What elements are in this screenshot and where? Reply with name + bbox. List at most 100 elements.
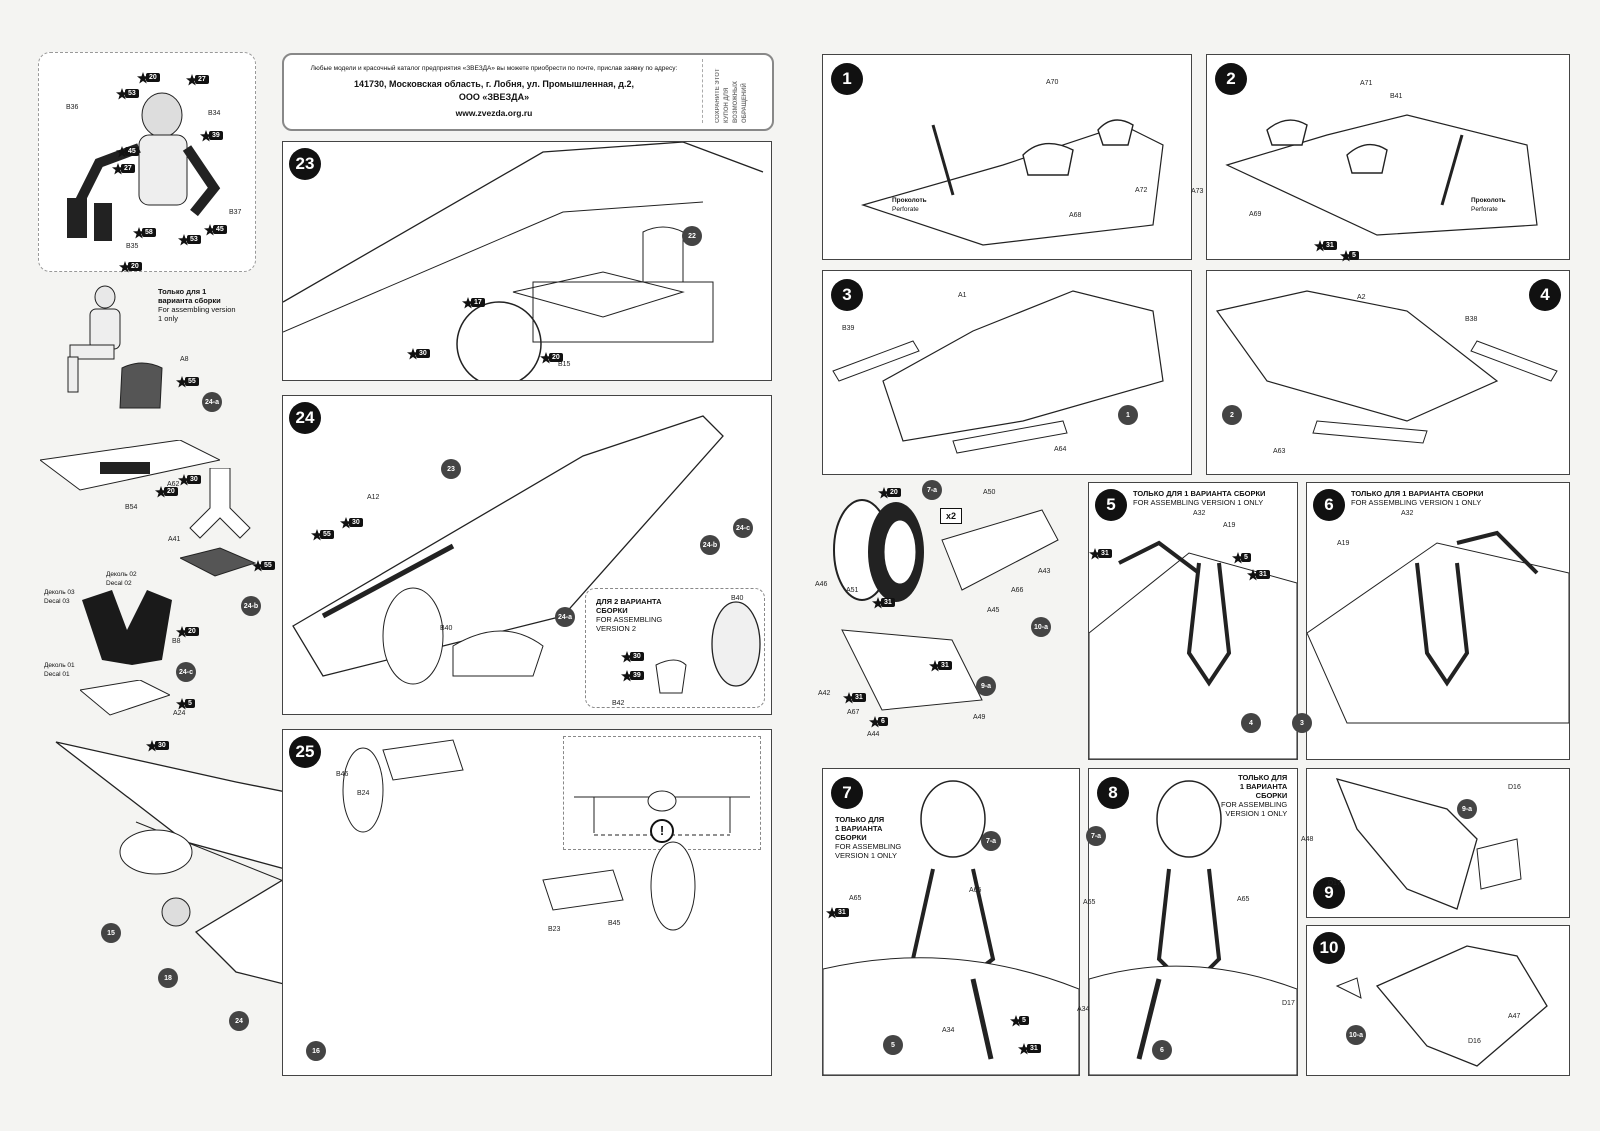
star-icon — [137, 72, 149, 84]
part-label: A48 — [1301, 836, 1314, 843]
step-10-panel: 10 — [1306, 925, 1570, 1076]
star-icon — [200, 130, 212, 142]
part-label: A46 — [815, 581, 828, 588]
part-label: A73 — [1191, 188, 1204, 195]
star-icon — [178, 234, 190, 246]
address-website: www.zvezda.org.ru — [455, 108, 533, 118]
step-23-number: 23 — [289, 148, 321, 180]
paint-star-marker: 20 — [878, 487, 902, 501]
part-label: A32 — [1193, 510, 1206, 517]
star-icon — [621, 670, 633, 682]
star-icon — [176, 376, 188, 388]
subassembly-marker: 24-b — [700, 535, 720, 555]
subassembly-marker: 24-b — [241, 596, 261, 616]
part-label: A69 — [1249, 211, 1262, 218]
paint-number: 31 — [1323, 241, 1337, 250]
paint-star-marker: 55 — [176, 376, 200, 390]
part-label: B41 — [1390, 93, 1403, 100]
part-label: A24 — [173, 710, 186, 717]
part-label: A66 — [1011, 587, 1024, 594]
pilot-note-en: For assembling version 1 only — [158, 305, 236, 323]
star-icon — [1010, 1015, 1022, 1027]
paint-number: 20 — [887, 488, 901, 497]
subassembly-marker: 24 — [229, 1011, 249, 1031]
step-9-number: 9 — [1313, 877, 1345, 909]
paint-number: 31 — [835, 908, 849, 917]
star-icon — [119, 261, 131, 273]
step-3-panel: 3 — [822, 270, 1192, 475]
step-7-version-note: ТОЛЬКО ДЛЯ 1 ВАРИАНТА СБОРКИ FOR ASSEMBL… — [835, 815, 901, 860]
star-icon — [176, 626, 188, 638]
star-icon — [146, 740, 158, 752]
step-9-figure — [1335, 778, 1522, 910]
paint-star-marker: 5 — [1340, 250, 1364, 264]
step-5-note-en: FOR ASSEMBLING VERSION 1 ONLY — [1133, 498, 1264, 507]
paint-number: 39 — [209, 131, 223, 140]
paint-star-marker: 20 — [176, 626, 200, 640]
subassembly-marker: 23 — [441, 459, 461, 479]
step-2-number: 2 — [1215, 63, 1247, 95]
paint-number: 30 — [187, 475, 201, 484]
star-icon — [133, 227, 145, 239]
step-6-number: 6 — [1313, 489, 1345, 521]
paint-star-marker: 20 — [137, 72, 161, 86]
part-label: A42 — [818, 690, 831, 697]
star-icon — [878, 487, 890, 499]
paint-number: 20 — [146, 73, 160, 82]
paint-number: 55 — [185, 377, 199, 386]
subassembly-marker: 1 — [1118, 405, 1138, 425]
part-label: A32 — [1401, 510, 1414, 517]
part-label: A64 — [1054, 446, 1067, 453]
star-icon — [621, 651, 633, 663]
part-label: A49 — [973, 714, 986, 721]
decal-armor-figure — [82, 590, 172, 665]
subassembly-marker: 15 — [101, 923, 121, 943]
paint-star-marker: 53 — [178, 234, 202, 248]
seated-pilot-figure — [67, 285, 121, 393]
subassembly-marker: 3 — [1292, 713, 1312, 733]
paint-number: 58 — [142, 228, 156, 237]
paint-star-marker: 20 — [540, 352, 564, 366]
paint-star-marker: 5 — [1232, 552, 1256, 566]
subassembly-marker: 16 — [306, 1041, 326, 1061]
step-7-en-2: VERSION 1 ONLY — [835, 851, 897, 860]
star-icon — [1247, 569, 1259, 581]
subassembly-marker: 6 — [1152, 1040, 1172, 1060]
perforate-ru-2: Проколоть — [1471, 197, 1506, 204]
star-icon — [311, 529, 323, 541]
step-25-flap-figure — [342, 739, 696, 931]
paint-star-marker: 39 — [200, 130, 224, 144]
star-icon — [1089, 548, 1101, 560]
paint-number: 20 — [128, 262, 142, 271]
star-icon — [116, 146, 128, 158]
subassembly-marker: 22 — [682, 226, 702, 246]
paint-number: 45 — [125, 147, 139, 156]
address-street: 141730, Московская область, г. Лобня, ул… — [353, 79, 635, 89]
step-8-ru-3: СБОРКИ — [1255, 791, 1288, 800]
wheel-parts-figure — [833, 499, 1059, 711]
quantity-x2: x2 — [940, 508, 962, 524]
star-icon — [176, 698, 188, 710]
part-label: A19 — [1223, 522, 1236, 529]
paint-number: 31 — [1098, 549, 1112, 558]
paint-number: 53 — [125, 89, 139, 98]
exclamation-circle-icon: ! — [650, 819, 674, 843]
part-label: B46 — [336, 771, 349, 778]
part-label: A62 — [167, 481, 180, 488]
paint-number: 20 — [549, 353, 563, 362]
part-label: D16 — [1508, 784, 1521, 791]
part-label: D17 — [1282, 1000, 1295, 1007]
part-label: A2 — [1357, 294, 1366, 301]
decal-02-label: Деколь 02 Decal 02 — [106, 570, 137, 588]
step-7-ru-3: СБОРКИ — [835, 833, 867, 842]
decal-03-ru: Деколь 03 — [44, 589, 75, 596]
paint-star-marker: 31 — [872, 597, 896, 611]
address-coupon-box: Любые модели и красочный каталог предпри… — [282, 53, 774, 131]
star-icon — [1314, 240, 1326, 252]
paint-number: 31 — [881, 598, 895, 607]
front-view-inset: ! — [563, 736, 761, 850]
step-8-panel: 8 ТОЛЬКО ДЛЯ 1 ВАРИАНТА СБОРКИ FOR ASSEM… — [1088, 768, 1298, 1076]
step-6-note-ru: ТОЛЬКО ДЛЯ 1 ВАРИАНТА СБОРКИ — [1351, 489, 1484, 498]
paint-number: 5 — [185, 699, 195, 708]
paint-number: 5 — [1241, 553, 1251, 562]
